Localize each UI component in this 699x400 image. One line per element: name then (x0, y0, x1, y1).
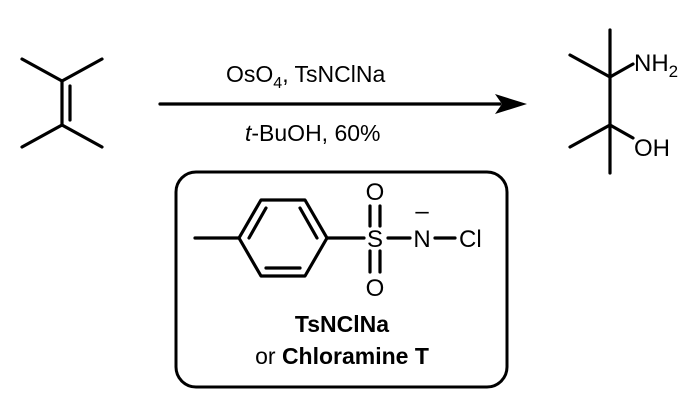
oxygen-top-label: O (366, 179, 385, 206)
alkene-methyl-bond-bottom-right (60, 123, 104, 149)
hydroxyl-label: OH (634, 135, 670, 162)
starting-alkene (20, 57, 104, 149)
conditions-text: t-BuOH, 60% (245, 120, 381, 146)
product-c-o-bond (608, 123, 635, 140)
product-amino-alcohol: NH2 OH (568, 28, 678, 175)
alkene-methyl-bond-top-left (20, 57, 64, 83)
reaction-arrow (158, 94, 527, 114)
benzene-ring (237, 198, 329, 278)
arrow-head (495, 94, 527, 114)
reagent-name-line1: TsNClNa (295, 311, 389, 337)
ring-inner-bond-1 (247, 206, 268, 240)
product-c-n-bond (608, 62, 635, 79)
oxygen-bottom-label: O (366, 275, 385, 302)
alkene-methyl-bond-bottom-left (20, 123, 64, 149)
product-methyl-bond-3 (568, 123, 612, 149)
reagent-name-line2: or Chloramine T (255, 343, 429, 369)
nitrogen-label: N (413, 226, 430, 253)
alkene-methyl-bond-top-right (60, 57, 104, 83)
reagents-text: OsO4, TsNClNa (226, 61, 385, 92)
negative-charge: – (415, 198, 429, 225)
sulfur-label: S (367, 226, 383, 253)
product-methyl-bond-1 (568, 53, 612, 79)
reagent-box (174, 170, 509, 389)
ring-inner-bond-2 (298, 206, 319, 240)
amine-label: NH2 (634, 50, 678, 81)
chlorine-label: Cl (459, 226, 482, 253)
chloramine-t-structure: S O O N – Cl (193, 179, 482, 302)
